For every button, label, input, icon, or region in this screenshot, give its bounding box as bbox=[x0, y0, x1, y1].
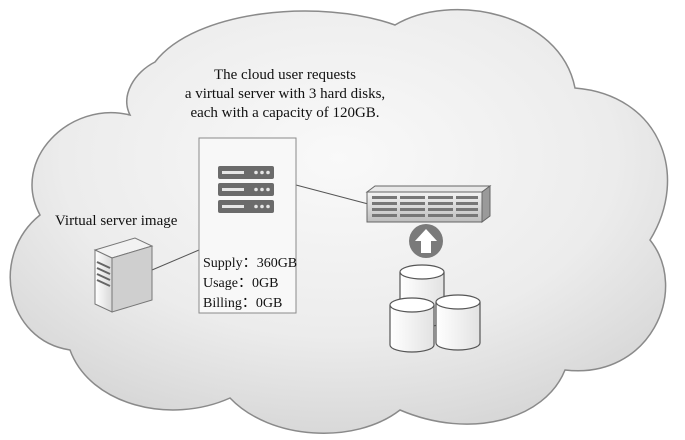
resource-stats: Supply：360GB Usage：0GB Billing：0GB bbox=[203, 254, 297, 314]
tower-server-icon bbox=[93, 237, 154, 313]
usage-value: 0GB bbox=[252, 276, 279, 291]
connector-line-image bbox=[151, 249, 200, 271]
billing-row: Billing：0GB bbox=[203, 294, 297, 314]
disk-cylinders-icon bbox=[389, 264, 481, 353]
billing-value: 0GB bbox=[255, 296, 283, 311]
usage-label: Usage： bbox=[203, 276, 252, 291]
storage-array-icon bbox=[365, 185, 492, 223]
supply-value: 360GB bbox=[256, 256, 298, 271]
rack-server-icon bbox=[218, 166, 274, 213]
cloud-shape bbox=[9, 8, 669, 434]
usage-row: Usage：0GB bbox=[203, 274, 297, 294]
connector-line-storage bbox=[295, 184, 373, 206]
billing-label: Billing： bbox=[203, 296, 256, 311]
supply-row: Supply：360GB bbox=[203, 254, 297, 274]
supply-label: Supply： bbox=[203, 256, 257, 271]
caption-line-1: The cloud user requests bbox=[213, 67, 357, 83]
virtual-server-image-label: Virtual server image bbox=[55, 213, 178, 229]
caption-line-3: each with a capacity of 120GB. bbox=[190, 105, 380, 121]
up-arrow-icon bbox=[409, 224, 443, 258]
request-caption: The cloud user requests a virtual server… bbox=[160, 66, 410, 123]
caption-line-2: a virtual server with 3 hard disks, bbox=[184, 86, 386, 102]
